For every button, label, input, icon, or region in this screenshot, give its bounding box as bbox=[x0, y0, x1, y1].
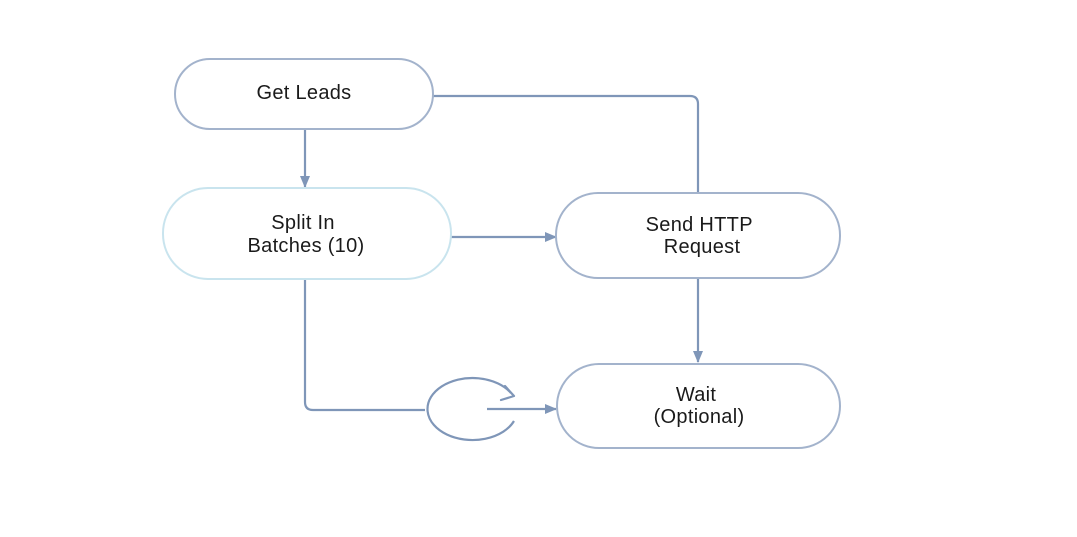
node-split-in-batches[interactable]: Split In Batches (10) bbox=[162, 187, 452, 280]
node-send-http-request[interactable]: Send HTTP Request bbox=[555, 192, 841, 279]
node-split-in-batches-label: Split In Batches (10) bbox=[248, 212, 365, 257]
node-send-http-request-label: Send HTTP Request bbox=[646, 214, 759, 258]
edge-get-leads-to-http bbox=[433, 94, 700, 192]
node-get-leads-line-1: Get Leads bbox=[257, 82, 352, 104]
node-wait-label: Wait (Optional) bbox=[654, 384, 745, 428]
node-split-in-batches-shape bbox=[162, 187, 452, 280]
node-get-leads[interactable]: Get Leads bbox=[174, 58, 434, 130]
node-split-in-batches-line-1: Split In bbox=[271, 212, 335, 234]
circular-arrow-icon bbox=[426, 376, 516, 442]
node-wait-line-1: Wait bbox=[676, 384, 717, 406]
node-wait-shape bbox=[556, 363, 841, 449]
node-send-http-request-line-1: Send HTTP bbox=[646, 214, 753, 236]
node-get-leads-label: Get Leads bbox=[257, 82, 352, 104]
node-split-in-batches-line-2: Batches (10) bbox=[248, 235, 365, 257]
connectors bbox=[300, 94, 703, 414]
node-send-http-request-shape bbox=[555, 192, 841, 279]
edge-split-to-loop bbox=[303, 280, 425, 412]
node-wait[interactable]: Wait (Optional) bbox=[556, 363, 841, 449]
node-get-leads-shape bbox=[174, 58, 434, 130]
node-send-http-request-line-2: Request bbox=[664, 236, 741, 258]
node-wait-line-2: (Optional) bbox=[654, 406, 745, 428]
